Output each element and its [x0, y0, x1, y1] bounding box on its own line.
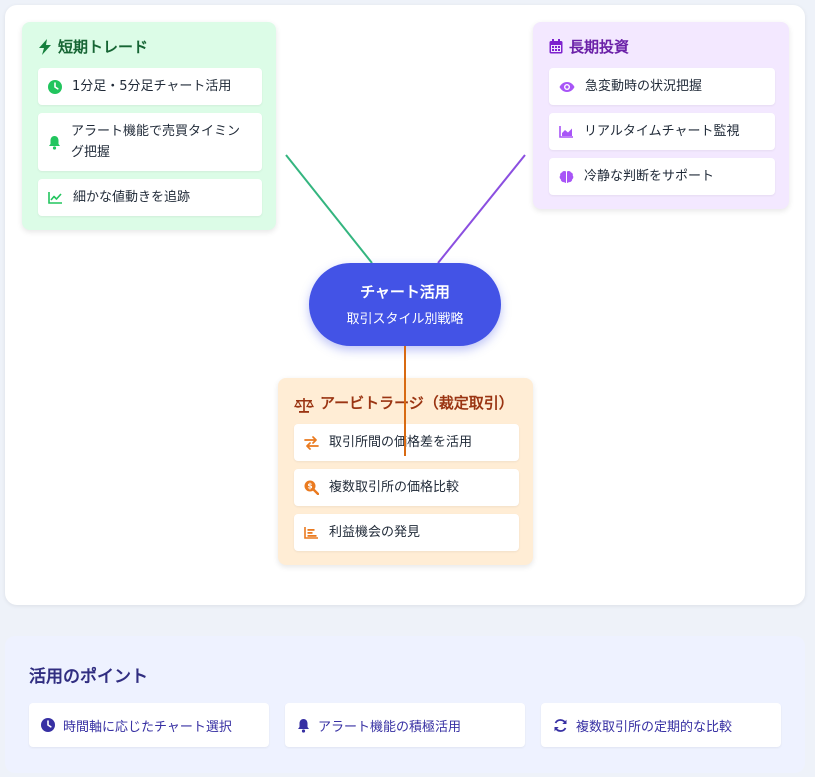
- item-label: 細かな値動きを追跡: [73, 190, 191, 205]
- list-item: 1分足・5分足チャート活用: [38, 68, 262, 105]
- hub-title: チャート活用: [360, 282, 450, 301]
- short-term-card: 短期トレード 1分足・5分足チャート活用 アラート機能で売買タイミング把握 細か…: [22, 22, 276, 230]
- list-item: 取引所間の価格差を活用: [294, 424, 519, 461]
- connector-short-term: [285, 154, 373, 264]
- item-label: 複数取引所の価格比較: [329, 480, 460, 495]
- eye-icon: [559, 81, 575, 92]
- line-chart-icon: [48, 192, 62, 204]
- item-label: 利益機会の発見: [329, 525, 421, 540]
- list-item: 利益機会の発見: [294, 514, 519, 551]
- bell-icon: [49, 135, 60, 150]
- point-label: 時間軸に応じたチャート選択: [63, 719, 232, 735]
- lightning-icon: [39, 39, 51, 55]
- point-item: 時間軸に応じたチャート選択: [29, 703, 269, 747]
- points-panel: 活用のポイント 時間軸に応じたチャート選択 アラート機能の積極活用 複数取引所の: [5, 636, 805, 773]
- scale-balance-icon: [294, 398, 314, 413]
- central-hub: チャート活用 取引スタイル別戦略: [309, 263, 501, 346]
- short-term-title: 短期トレード: [58, 38, 149, 56]
- bar-chart-icon: [304, 527, 318, 539]
- clock-icon: [48, 79, 62, 94]
- connector-long-term: [437, 154, 526, 264]
- item-label: アラート機能で売買タイミング把握: [71, 124, 241, 160]
- list-item: 細かな値動きを追跡: [38, 179, 262, 216]
- sync-icon: [554, 718, 567, 732]
- bell-icon: [298, 718, 309, 733]
- item-label: 1分足・5分足チャート活用: [72, 79, 232, 94]
- exchange-arrows-icon: [304, 435, 319, 450]
- long-term-card: 長期投資 急変動時の状況把握 リアルタイムチャート監視 冷静な判断をサポート: [533, 22, 789, 209]
- point-label: 複数取引所の定期的な比較: [576, 719, 733, 735]
- clock-icon: [41, 718, 55, 732]
- points-title: 活用のポイント: [29, 667, 148, 687]
- list-item: リアルタイムチャート監視: [549, 113, 775, 150]
- list-item: $ 複数取引所の価格比較: [294, 469, 519, 506]
- hub-subtitle: 取引スタイル別戦略: [346, 311, 464, 327]
- list-item: 急変動時の状況把握: [549, 68, 775, 105]
- list-item: アラート機能で売買タイミング把握: [38, 113, 262, 171]
- search-dollar-icon: $: [304, 480, 319, 495]
- area-chart-icon: [559, 126, 573, 138]
- point-label: アラート機能の積極活用: [318, 719, 462, 735]
- brain-icon: [559, 170, 574, 183]
- arbitrage-card: アービトラージ（裁定取引） 取引所間の価格差を活用 $ 複数取引所の価格比較 利…: [278, 378, 533, 565]
- long-term-title: 長期投資: [569, 38, 630, 56]
- calendar-icon: [549, 39, 563, 54]
- item-label: 取引所間の価格差を活用: [329, 435, 473, 450]
- item-label: 急変動時の状況把握: [585, 79, 703, 94]
- list-item: 冷静な判断をサポート: [549, 158, 775, 195]
- arbitrage-heading: アービトラージ（裁定取引）: [294, 392, 519, 414]
- points-row: 時間軸に応じたチャート選択 アラート機能の積極活用 複数取引所の定期的な比較: [29, 703, 781, 747]
- item-label: 冷静な判断をサポート: [584, 169, 715, 184]
- svg-text:$: $: [307, 482, 312, 491]
- short-term-heading: 短期トレード: [38, 36, 262, 58]
- long-term-heading: 長期投資: [549, 36, 775, 58]
- item-label: リアルタイムチャート監視: [584, 124, 740, 139]
- point-item: アラート機能の積極活用: [285, 703, 525, 747]
- point-item: 複数取引所の定期的な比較: [541, 703, 781, 747]
- connector-lines: [285, 154, 526, 264]
- arbitrage-title: アービトラージ（裁定取引）: [320, 394, 514, 412]
